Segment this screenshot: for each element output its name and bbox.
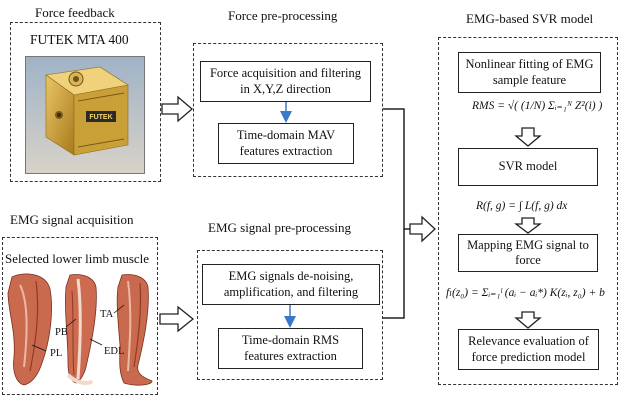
force-sensor-photo: FUTEK xyxy=(25,56,145,174)
prediction-formula: fₗ(z₀) = Σᵢ₌₁ˡ (aᵢ − aᵢ*) K(zᵢ, z₀) + b xyxy=(446,287,605,299)
down-arrow-3 xyxy=(514,311,542,329)
force-preprocessing-group xyxy=(193,43,383,177)
force-feedback-group xyxy=(10,22,161,182)
rms-formula: RMS = √( (1/N) Σᵢ₌₁ᴺ Z²(i) ) xyxy=(472,100,603,112)
sensor-label: FUTEK MTA 400 xyxy=(30,32,129,47)
muscle-label-pb: PB xyxy=(55,327,68,338)
force-feedback-title: Force feedback xyxy=(35,5,115,20)
force-preprocessing-title: Force pre-processing xyxy=(228,8,338,23)
leg-anatomy-illustration xyxy=(6,271,156,389)
force-sensor-image: FUTEK xyxy=(26,57,144,173)
muscle-label-pl: PL xyxy=(50,348,63,359)
hollow-arrow-force xyxy=(161,95,193,123)
down-arrow-2 xyxy=(514,217,542,234)
svr-model-title: EMG-based SVR model xyxy=(466,11,594,26)
nonlinear-fitting-box: Nonlinear fitting of EMG sample feature xyxy=(458,52,601,93)
emg-acquisition-title: EMG signal acquisition xyxy=(10,212,134,227)
connector-force-to-merge xyxy=(383,108,410,230)
hollow-arrow-merge xyxy=(409,215,436,243)
svr-model-box: SVR model xyxy=(458,148,598,186)
hollow-arrow-emg xyxy=(159,305,195,333)
svr-model-group xyxy=(438,37,618,385)
sensor-brand-text: FUTEK xyxy=(89,114,112,121)
rms-features-box: Time-domain RMS features extraction xyxy=(218,328,363,369)
muscle-label-ta: TA xyxy=(100,309,114,320)
r-function-formula: R(f, g) = ∫ L(f, g) dx xyxy=(476,200,568,212)
emg-denoising-box: EMG signals de-noising, amplification, a… xyxy=(202,264,380,305)
force-acquisition-box: Force acquisition and filtering in X,Y,Z… xyxy=(200,61,371,102)
muscle-label-edl: EDL xyxy=(104,346,125,357)
emg-preprocessing-title: EMG signal pre-processing xyxy=(208,220,351,235)
relevance-evaluation-box: Relevance evaluation of force prediction… xyxy=(458,329,599,370)
lower-limb-muscle-image: PL PB TA EDL xyxy=(6,271,156,389)
connector-emg-to-merge xyxy=(383,229,405,319)
down-arrow-1 xyxy=(514,127,542,147)
emg-acquisition-group xyxy=(2,237,158,395)
muscle-subtitle: Selected lower limb muscle xyxy=(5,251,150,266)
mapping-box: Mapping EMG signal to force xyxy=(458,234,598,272)
mav-features-box: Time-domain MAV features extraction xyxy=(218,123,354,164)
emg-preprocessing-group xyxy=(197,250,383,380)
